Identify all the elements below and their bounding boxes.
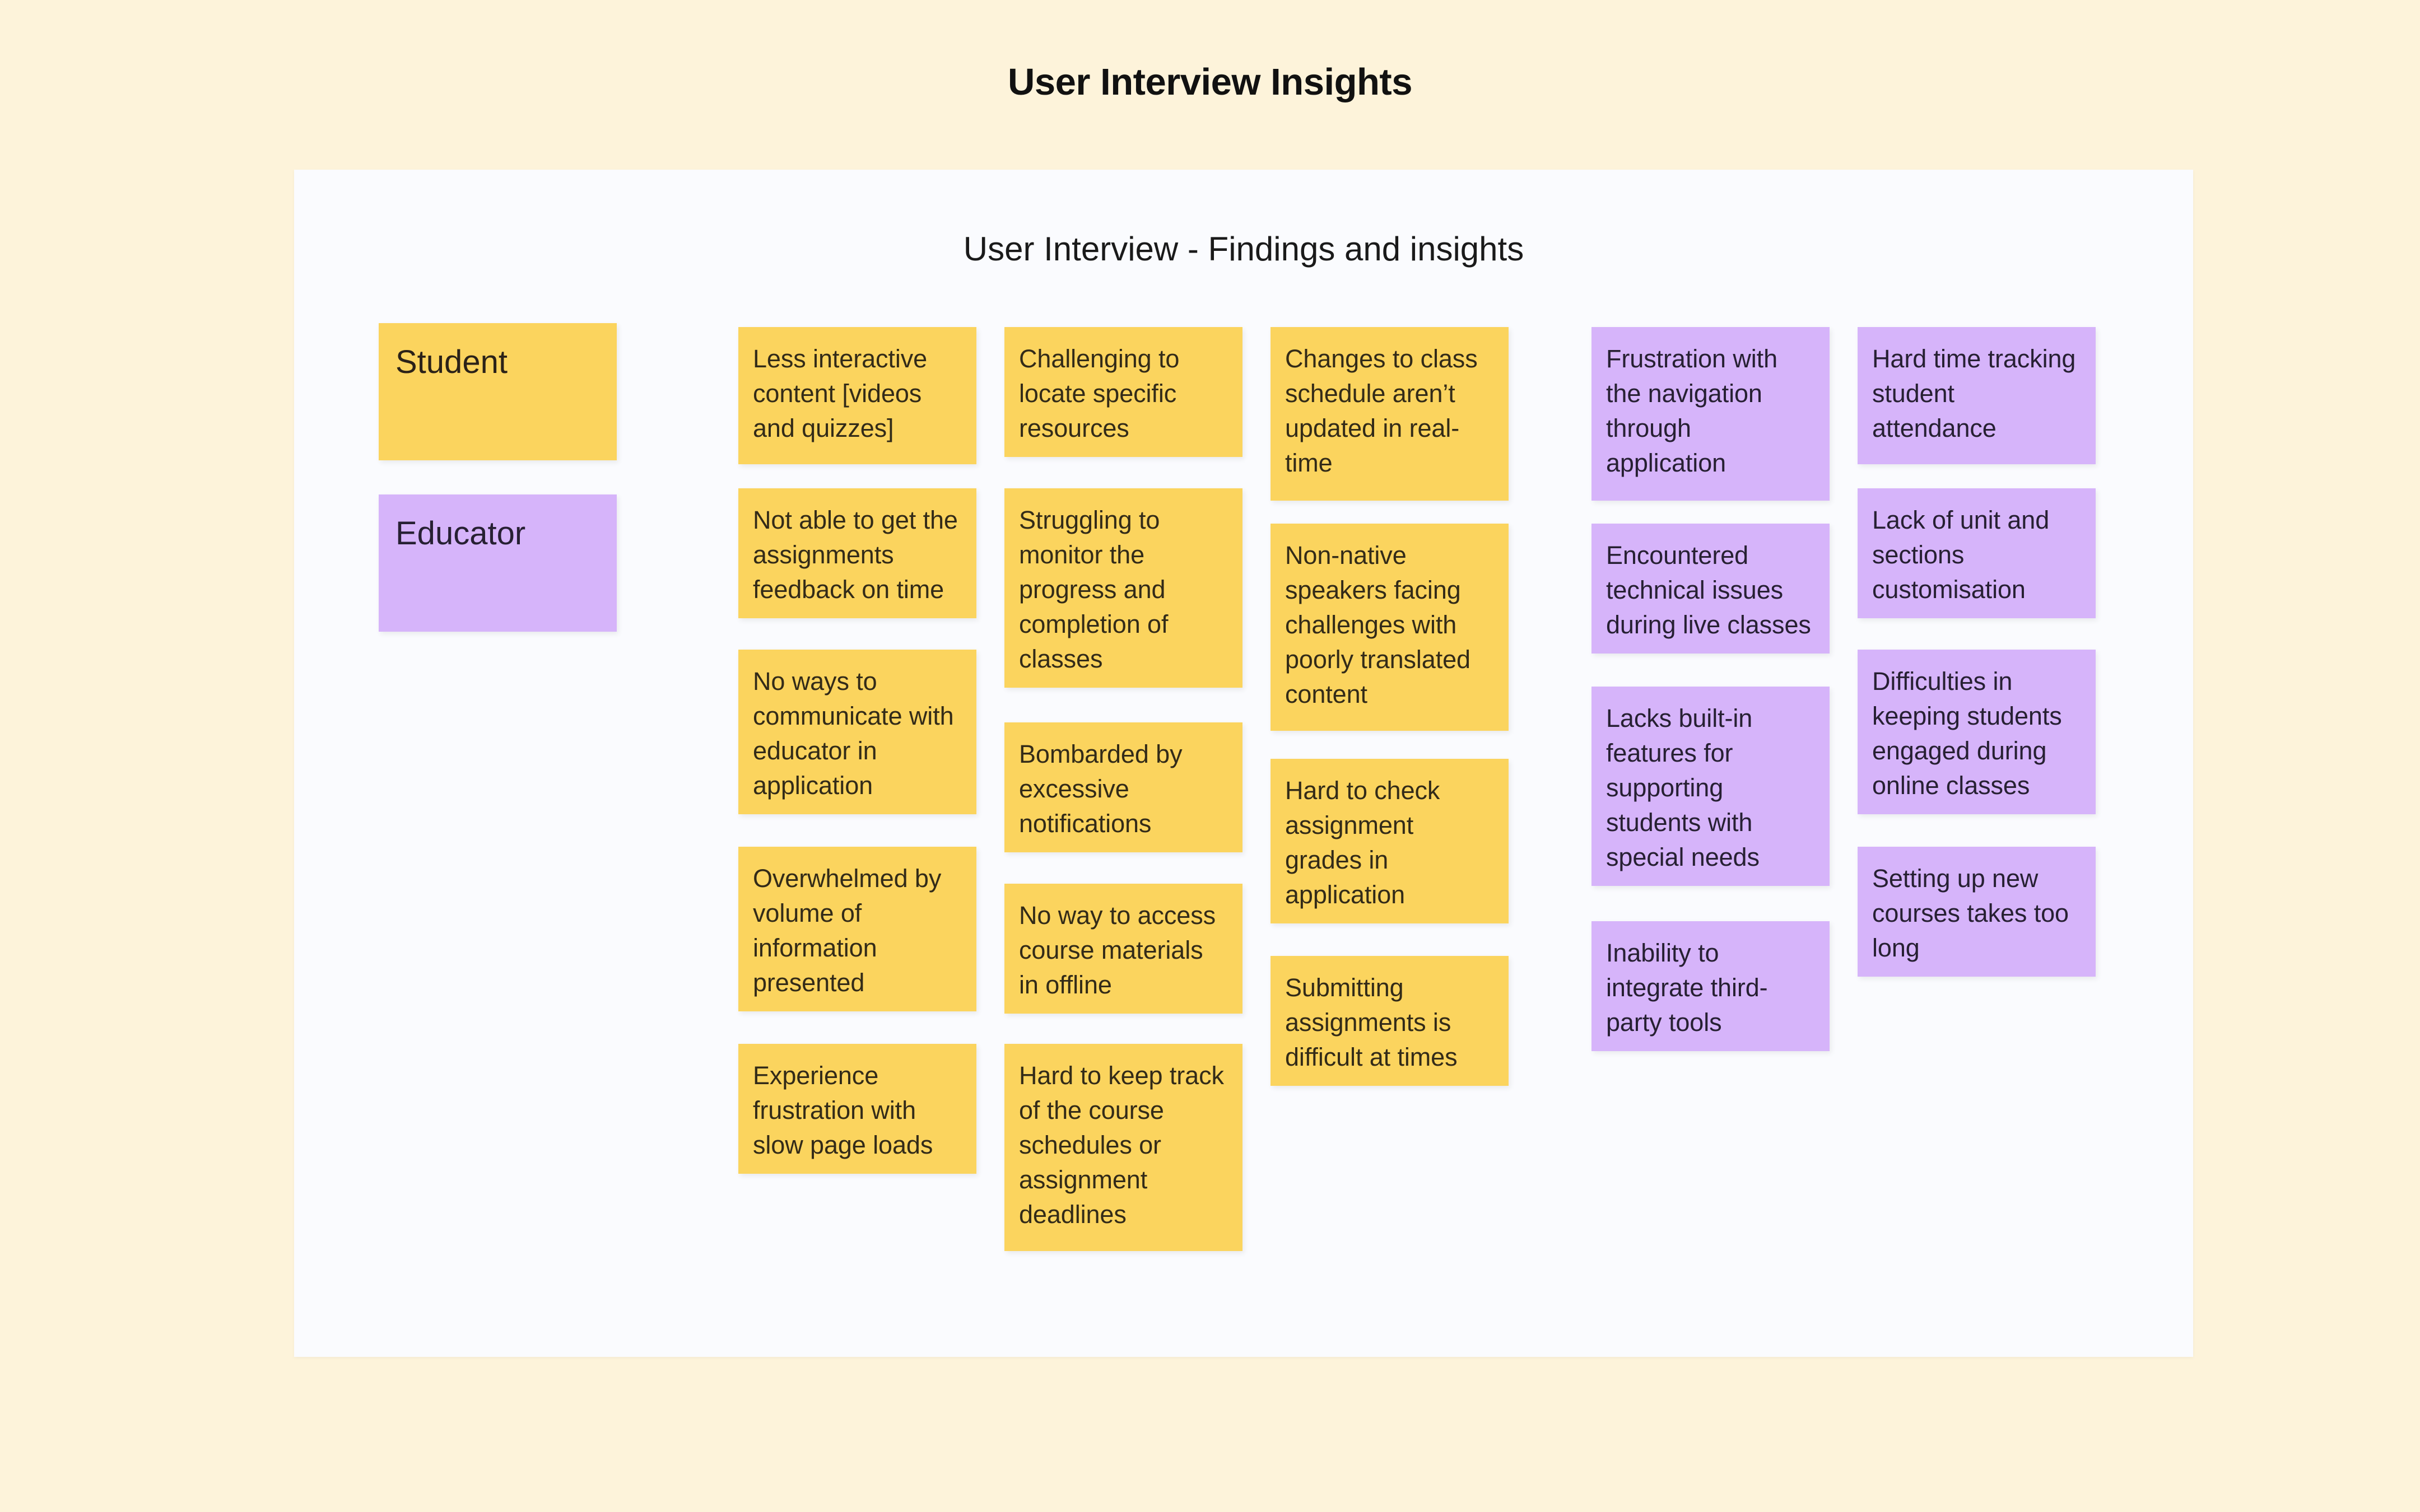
sticky-note[interactable]: Less interactive content [videos and qui… — [738, 327, 976, 464]
sticky-note[interactable]: Bombarded by excessive notifications — [1004, 722, 1242, 853]
sticky-note[interactable]: Not able to get the assignments feedback… — [738, 488, 976, 619]
sticky-note[interactable]: Submitting assignments is difficult at t… — [1270, 956, 1509, 1086]
sticky-note[interactable]: Non-native speakers facing challenges wi… — [1270, 524, 1509, 731]
sticky-note[interactable]: Setting up new courses takes too long — [1858, 847, 2096, 977]
sticky-note[interactable]: Difficulties in keeping students engaged… — [1858, 650, 2096, 815]
sticky-note[interactable]: Lacks built-in features for supporting s… — [1591, 687, 1830, 886]
sticky-note[interactable]: Changes to class schedule aren’t updated… — [1270, 327, 1509, 501]
sticky-note[interactable]: Hard to check assignment grades in appli… — [1270, 759, 1509, 924]
sticky-note[interactable]: Hard to keep track of the course schedul… — [1004, 1044, 1242, 1251]
legend-card-student[interactable]: Student — [379, 323, 617, 460]
legend-card-educator[interactable]: Educator — [379, 494, 617, 632]
sticky-note[interactable]: Overwhelmed by volume of information pre… — [738, 847, 976, 1012]
page-title: User Interview Insights — [1008, 61, 1413, 103]
sticky-note[interactable]: Inability to integrate third-party tools — [1591, 921, 1830, 1052]
sticky-note[interactable]: Challenging to locate specific resources — [1004, 327, 1242, 458]
sticky-note[interactable]: Lack of unit and sections customisation — [1858, 488, 2096, 619]
sticky-note[interactable]: Experience frustration with slow page lo… — [738, 1044, 976, 1174]
sticky-note[interactable]: No ways to communicate with educator in … — [738, 650, 976, 815]
sticky-note[interactable]: Hard time tracking student attendance — [1858, 327, 2096, 464]
board-subtitle: User Interview - Findings and insights — [963, 230, 1524, 268]
sticky-note[interactable]: No way to access course materials in off… — [1004, 884, 1242, 1014]
sticky-note[interactable]: Frustration with the navigation through … — [1591, 327, 1830, 501]
legend-label-educator: Educator — [395, 515, 526, 552]
sticky-note[interactable]: Encountered technical issues during live… — [1591, 524, 1830, 654]
sticky-note[interactable]: Struggling to monitor the progress and c… — [1004, 488, 1242, 688]
legend-label-student: Student — [395, 344, 508, 380]
